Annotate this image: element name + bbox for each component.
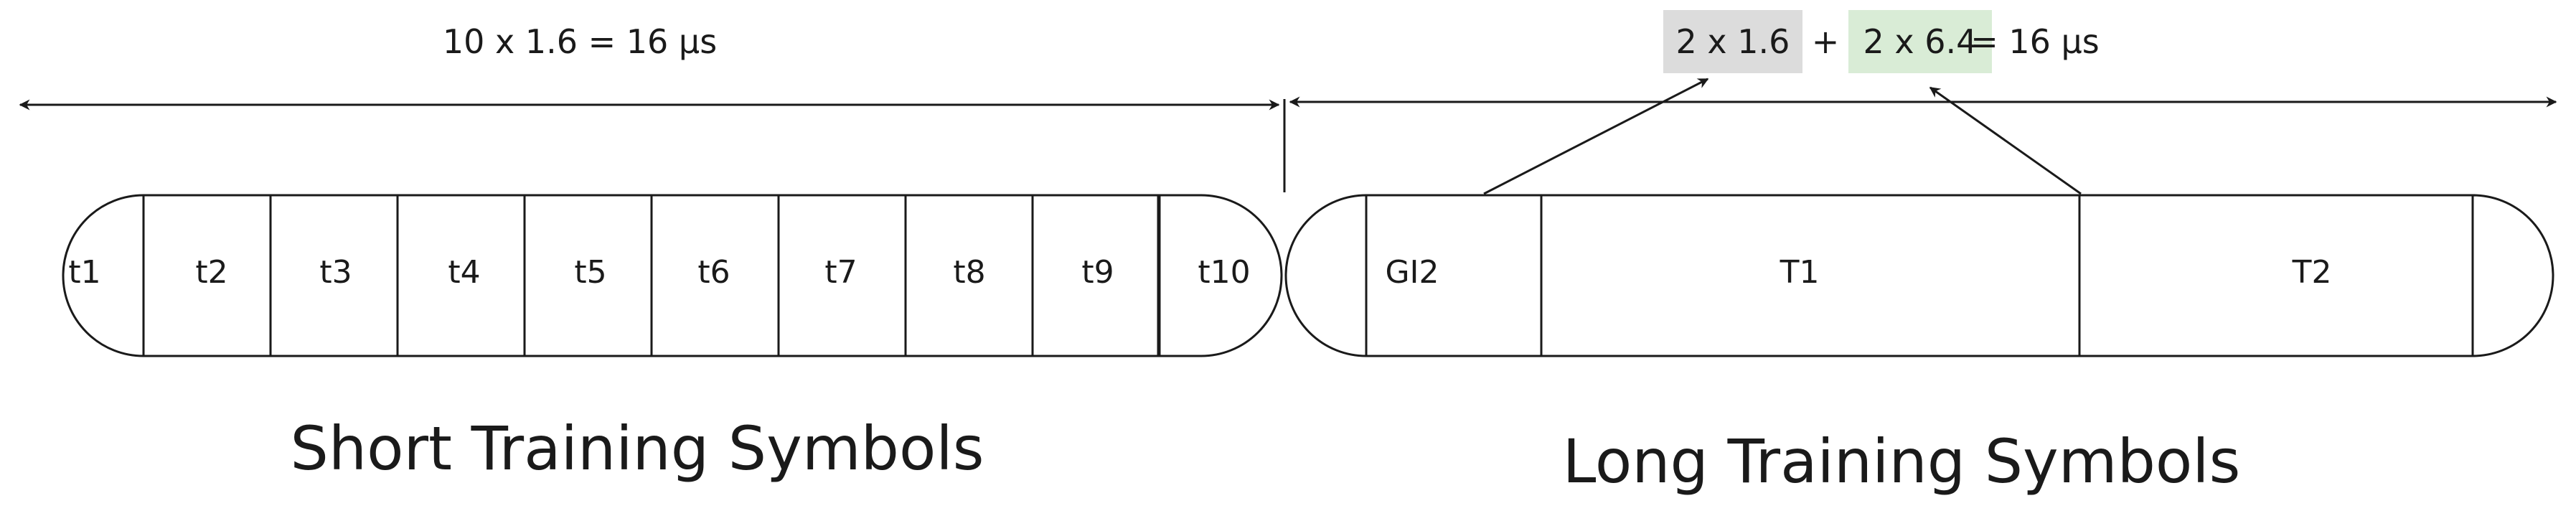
short-cell-t2: t2 <box>195 254 227 291</box>
short-cell-labels: t1 t2 t3 t4 t5 t6 t7 t8 t9 t10 <box>68 254 1250 291</box>
t-pointer-arrow <box>1929 86 2082 195</box>
long-cell-gi2: GI2 <box>1385 254 1439 291</box>
short-cell-t6: t6 <box>697 254 730 291</box>
long-cell-t2: T2 <box>2292 254 2332 291</box>
short-cell-t4: t4 <box>448 254 480 291</box>
long-cell-t1: T1 <box>1780 254 1820 291</box>
long-duration-result: = 16 µs <box>1970 22 2100 61</box>
t-highlight-box <box>1848 10 1992 73</box>
long-cell-dividers <box>1540 195 2081 356</box>
short-cell-t7: t7 <box>824 254 857 291</box>
short-duration-label: 10 x 1.6 = 16 µs <box>443 22 717 61</box>
short-cell-t9: t9 <box>1081 254 1114 291</box>
short-cell-dividers <box>142 195 1161 356</box>
gi-highlight-box <box>1663 10 1802 73</box>
long-left-cap <box>1284 194 1369 357</box>
short-right-cap <box>1157 194 1283 357</box>
short-cell-t10: t10 <box>1198 254 1250 291</box>
short-section-caption: Short Training Symbols <box>291 413 984 484</box>
short-cell-t1: t1 <box>68 254 100 291</box>
short-cell-t8: t8 <box>953 254 985 291</box>
short-cell-t5: t5 <box>574 254 606 291</box>
gi-pointer-arrow <box>1483 78 1709 195</box>
long-cell-labels: GI2 T1 T2 <box>1385 254 2331 291</box>
long-section-caption: Long Training Symbols <box>1563 426 2241 497</box>
long-duration-t-part: 2 x 6.4 <box>1863 22 1978 61</box>
short-left-cap <box>62 194 146 357</box>
short-cell-t3: t3 <box>319 254 352 291</box>
long-duration-gi-part: 2 x 1.6 <box>1676 22 1790 61</box>
long-symbols-block <box>1365 194 2476 357</box>
long-right-cap <box>2471 194 2554 357</box>
long-duration-plus: + <box>1812 22 1840 61</box>
